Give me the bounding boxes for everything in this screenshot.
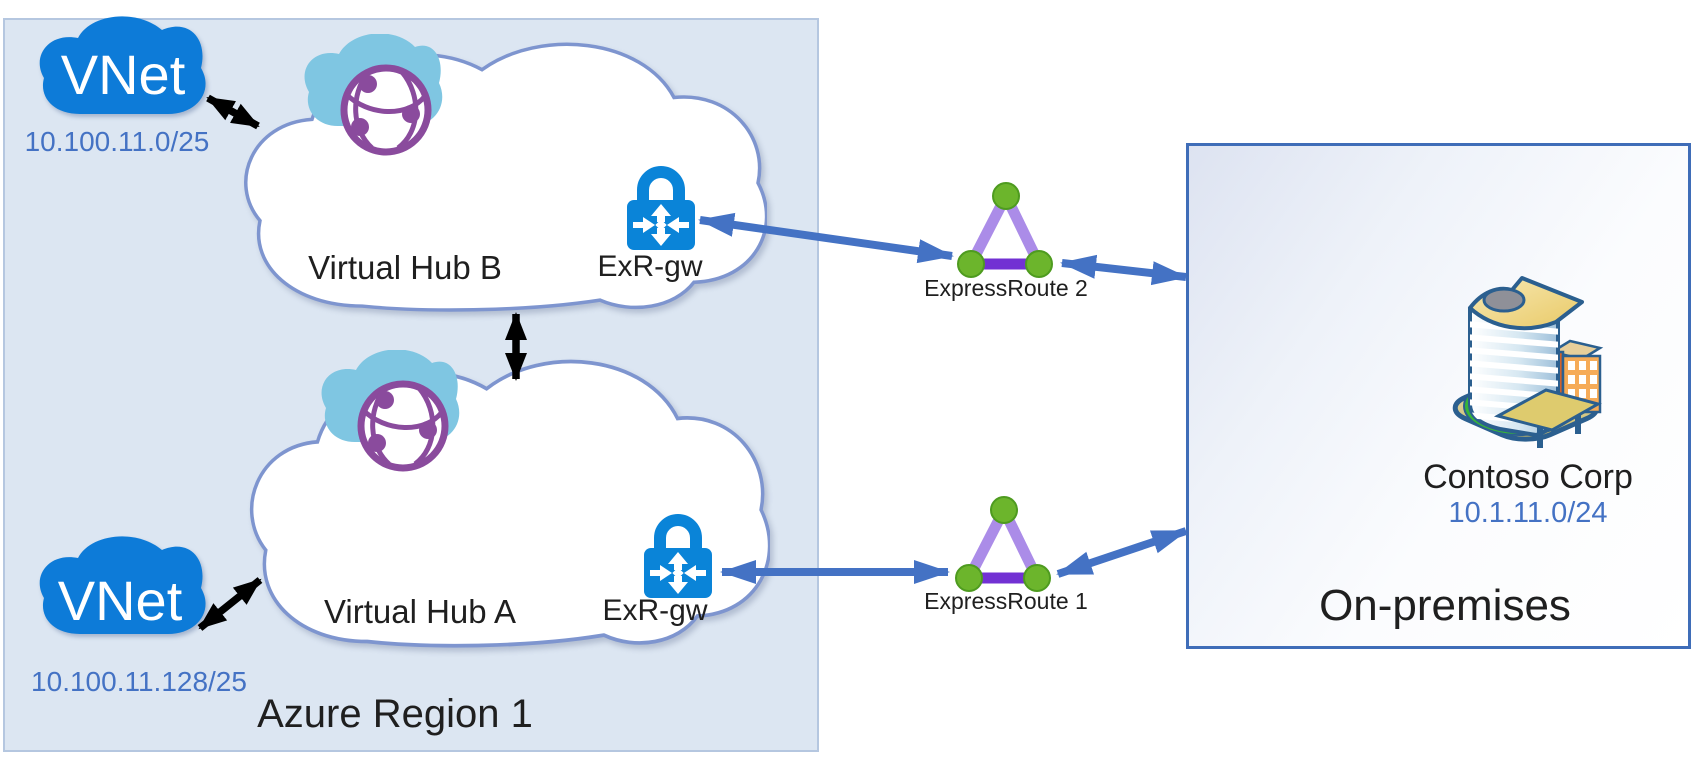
arrow-gwb-er2 xyxy=(698,212,954,264)
vnet-cidr-label: 10.100.11.128/25 xyxy=(31,666,247,697)
expressroute-gateway-icon xyxy=(627,166,695,250)
virtual-wan-icon xyxy=(321,350,460,472)
building-icon xyxy=(1440,276,1604,448)
expressroute-circuit-label: ExpressRoute 1 xyxy=(924,588,1088,614)
gateway-label: ExR-gw xyxy=(597,250,703,283)
vnet-cloud-icon xyxy=(39,536,206,634)
company-name-label: Contoso Corp xyxy=(1423,458,1633,496)
expressroute-circuit-icon xyxy=(957,182,1053,278)
vnet-label: VNet xyxy=(60,43,186,106)
expressroute-gateway-icon xyxy=(644,514,712,598)
on-premises-box xyxy=(1186,143,1691,649)
expressroute-circuit-label: ExpressRoute 2 xyxy=(924,275,1088,301)
arrow-vnet1-hub-b xyxy=(206,94,260,130)
expressroute-circuit-icon xyxy=(955,496,1051,592)
arrow-er2-onprem xyxy=(1060,254,1188,286)
arrow-vnet2-hub-a xyxy=(197,577,263,631)
gateway-label: ExR-gw xyxy=(602,594,708,627)
vnet-cloud-icon xyxy=(39,16,206,114)
vnet-cidr-label: 10.100.11.0/25 xyxy=(24,126,210,157)
arrow-er1-onprem xyxy=(1056,527,1188,578)
azure-region-label: Azure Region 1 xyxy=(257,692,533,736)
hub-name-label: Virtual Hub A xyxy=(323,593,516,630)
virtual-wan-icon xyxy=(304,34,443,156)
vnet-label: VNet xyxy=(57,569,183,632)
onprem-cidr-label: 10.1.11.0/24 xyxy=(1448,497,1608,529)
hub-name-label: Virtual Hub B xyxy=(308,249,502,286)
on-premises-label: On-premises xyxy=(1319,581,1571,630)
